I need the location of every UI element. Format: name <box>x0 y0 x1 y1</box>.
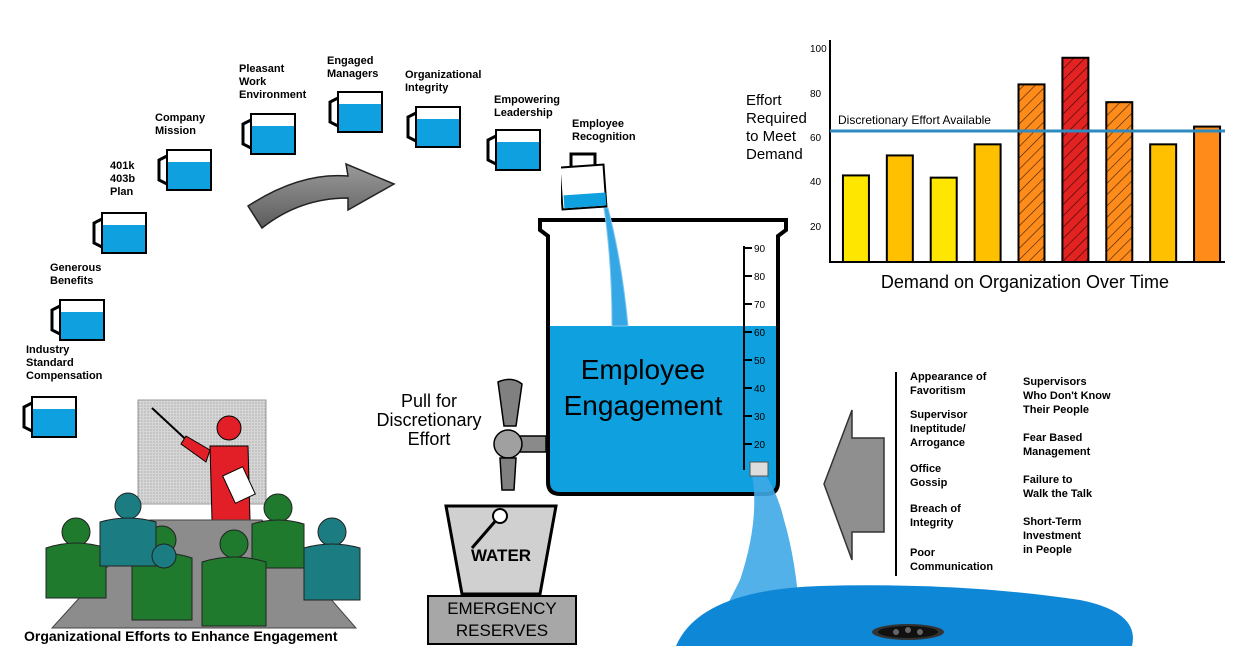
chart-bar <box>973 143 1002 263</box>
beaker-tick-label: 20 <box>754 440 766 451</box>
chart-bar-hatch <box>1106 102 1133 262</box>
leak-spray <box>720 472 800 618</box>
jug-icon <box>22 396 77 438</box>
detractor-item: Supervisor Ineptitude/ Arrogance <box>910 409 968 449</box>
drain-icon <box>872 624 944 640</box>
jug-label: Industry Standard Compensation <box>26 344 103 382</box>
chart-ytick-label: 40 <box>810 177 822 189</box>
chart-ytick-label: 100 <box>810 44 827 56</box>
jug-icon <box>92 212 147 254</box>
chart-ytick-label: 80 <box>810 88 822 100</box>
beaker-title: Employee Engagement <box>548 352 738 424</box>
beaker-scale: 90 80 70 60 50 40 30 20 <box>744 244 766 451</box>
reserves-line2: RESERVES <box>455 621 549 640</box>
spigot-icon <box>493 378 547 491</box>
detractor-item: Poor Communication <box>910 547 994 573</box>
jug-icon <box>486 129 541 171</box>
chart-bar <box>929 176 958 263</box>
bucket-label: WATER <box>470 546 532 565</box>
jug-icon <box>406 106 461 148</box>
jug-label: Employee Recognition <box>572 118 636 143</box>
jug-label: Pleasant Work Environment <box>239 63 307 101</box>
jug-icon <box>328 91 383 133</box>
reserves-label: EMERGENCY RESERVES <box>428 598 576 642</box>
jug-label: 401k 403b Plan <box>110 160 136 198</box>
chart-bar-hatch <box>1018 84 1045 263</box>
reference-line-label: Discretionary Effort Available <box>838 113 991 127</box>
audience-icons <box>45 492 361 627</box>
detractor-item: Fear Based Management <box>1023 432 1091 458</box>
detractor-item: Appearance of Favoritism <box>910 371 987 397</box>
beaker-title-line1: Employee <box>580 354 706 385</box>
chart-bar-hatch <box>1062 57 1089 263</box>
detractor-arrow-icon <box>823 409 885 561</box>
detractor-item: Short-Term Investment in People <box>1023 516 1082 556</box>
detractor-item: Supervisors Who Don't Know Their People <box>1023 376 1111 416</box>
jug-icon <box>157 149 212 191</box>
chart-bar <box>1149 143 1178 263</box>
chart-bar <box>1193 125 1222 263</box>
beaker-tick-label: 90 <box>754 244 766 255</box>
curved-arrow-icon <box>246 162 396 230</box>
detractor-item: Failure to Walk the Talk <box>1023 474 1093 500</box>
water-stream <box>603 207 629 327</box>
jug-icon <box>241 113 296 155</box>
beaker-tick-label: 80 <box>754 272 766 283</box>
detractor-item: Office Gossip <box>910 463 948 489</box>
meeting-caption: Organizational Efforts to Enhance Engage… <box>24 628 338 644</box>
presenter-icon <box>180 415 256 521</box>
chart-ytick-label: 60 <box>810 132 822 144</box>
bucket-icon <box>444 504 558 596</box>
jug-label: Company Mission <box>155 112 206 137</box>
detractor-item: Breach of Integrity <box>910 503 961 529</box>
chart-title: Demand on Organization Over Time <box>880 272 1170 292</box>
jug-label: Organizational Integrity <box>405 69 482 94</box>
jug-label: Generous Benefits <box>50 262 102 287</box>
water-puddle <box>676 585 1133 646</box>
jug-icon <box>561 152 608 211</box>
tap-label: Pull for Discretionary Effort <box>376 391 482 449</box>
beaker-tick-label: 60 <box>754 328 766 339</box>
chart-bar <box>885 154 914 263</box>
jug-icon <box>50 299 105 341</box>
chart-bar <box>841 174 870 263</box>
leak-plug <box>749 461 769 477</box>
emergency-reserves-box <box>427 595 577 645</box>
beaker-tick-label: 70 <box>754 300 766 311</box>
jug-label: Engaged Managers <box>327 55 379 80</box>
chart-ytick-label: 20 <box>810 221 822 233</box>
beaker-tick-label: 40 <box>754 384 766 395</box>
beaker-tick-label: 30 <box>754 412 766 423</box>
chart-axes <box>829 40 1225 263</box>
beaker-title-line2: Engagement <box>563 390 723 421</box>
chart-ylabel: Effort Required to Meet Demand <box>746 92 807 163</box>
demand-chart <box>829 40 1225 264</box>
jug-label: Empowering Leadership <box>494 94 561 119</box>
reserves-line1: EMERGENCY <box>447 599 557 618</box>
beaker-tick-label: 50 <box>754 356 766 367</box>
